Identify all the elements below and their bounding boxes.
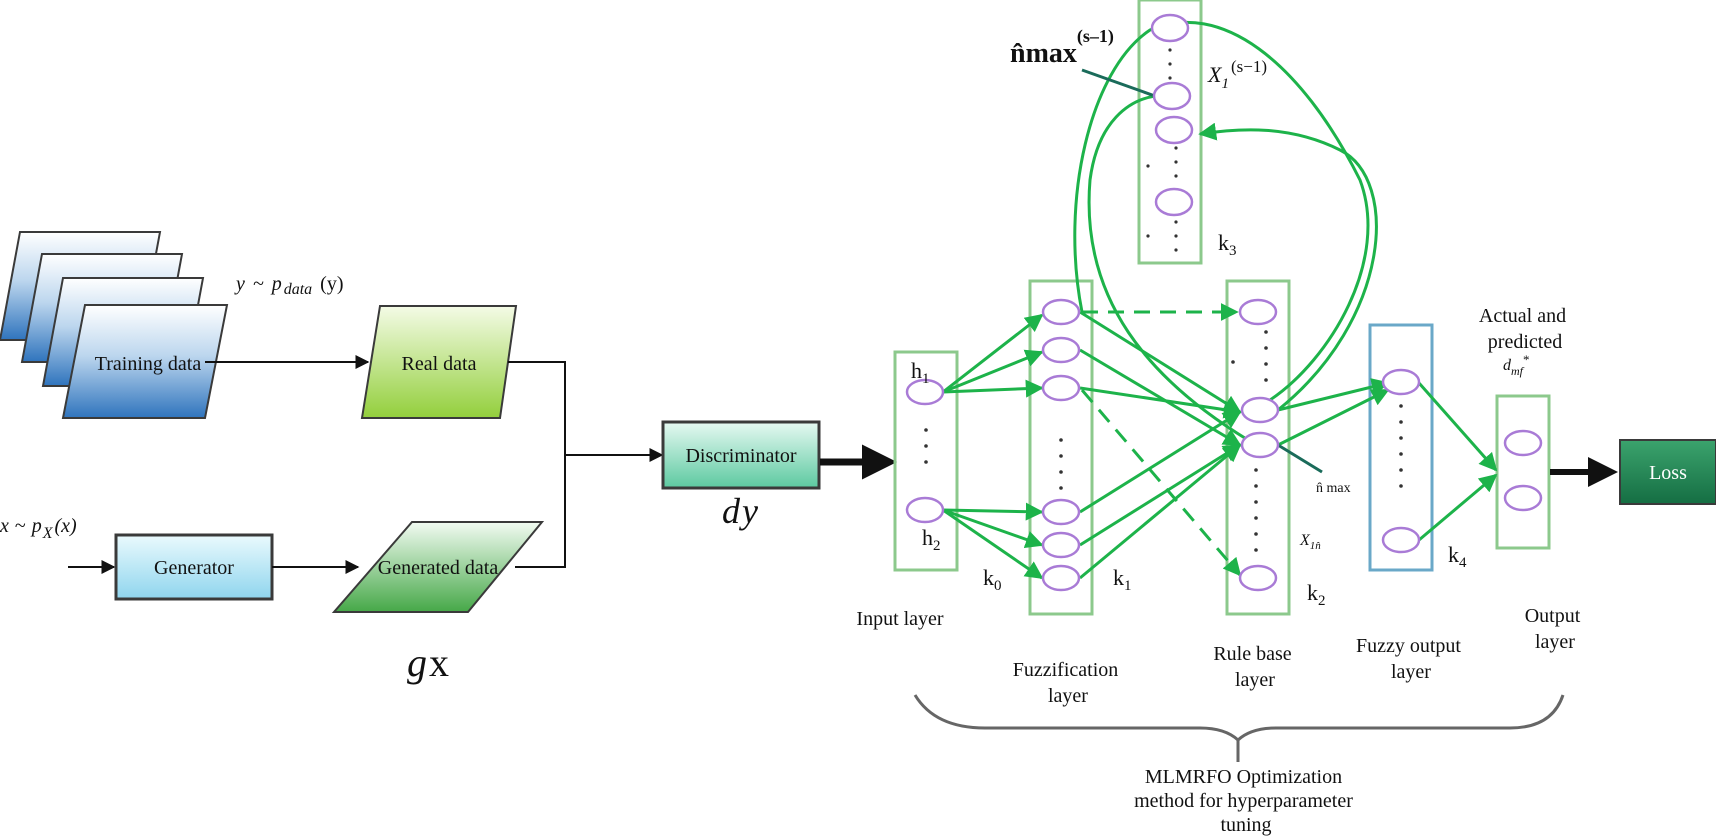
k2-label: k2: [1307, 580, 1326, 609]
input-layer-label: Input layer: [856, 608, 944, 630]
dashed-connections: [1080, 303, 1242, 577]
d-function-label: dy: [722, 491, 758, 531]
h2-label: h2: [922, 525, 941, 554]
k3-label: k3: [1218, 230, 1237, 259]
nmax-rule-label: n̂ max: [1316, 481, 1351, 496]
optimization-label: MLMRFO Optimization method for hyperpara…: [1134, 766, 1358, 836]
generated-data-label: Generated data: [378, 557, 499, 579]
dmf-label: dmf*: [1503, 352, 1530, 378]
training-data-label: Training data: [95, 353, 202, 375]
nmax-rule-pointer: [1277, 443, 1323, 474]
fuzzy-output-layer-column: [1368, 323, 1434, 572]
loss-box: [1619, 439, 1716, 505]
x-distribution-label: x~pX(x): [0, 515, 77, 542]
output-layer-column: [1495, 394, 1551, 550]
fuzzy-output-layer-label: Fuzzy output layer: [1356, 635, 1466, 683]
x1-rule-label: X1n̂: [1299, 532, 1321, 552]
loss-label: Loss: [1649, 462, 1687, 484]
x1-top-label: X1(s−1): [1207, 57, 1267, 92]
h1-label: h1: [911, 358, 930, 387]
nmax-top-pointer: [1081, 68, 1156, 98]
k0-label: k0: [983, 565, 1002, 594]
real-data-label: Real data: [402, 353, 477, 375]
fuzzification-layer-label: Fuzzification layer: [1013, 659, 1124, 707]
ellipsis-dots: [924, 34, 1403, 552]
g-function-label: gx: [407, 640, 449, 685]
input-layer-column: [893, 350, 959, 572]
k4-label: k4: [1448, 542, 1467, 571]
k1-label: k1: [1113, 565, 1132, 594]
green-connections: [942, 20, 1498, 580]
generator-label: Generator: [154, 557, 234, 579]
optimization-brace: [913, 694, 1565, 743]
generator-box: [114, 533, 274, 601]
output-layer-label: Output layer: [1525, 605, 1586, 653]
nmax-top-label: n̂max(s–1): [1010, 26, 1114, 69]
real-to-join-line: [508, 361, 566, 455]
generated-to-join-line: [515, 455, 566, 568]
actual-predicted-label: Actual and predicted: [1479, 305, 1571, 353]
network-nodes: [905, 13, 1543, 592]
real-data-box: [360, 305, 518, 419]
training-data-stack: Training data: [0, 231, 229, 419]
training-data-box: [61, 304, 229, 419]
generated-data-box: [331, 521, 545, 613]
rule-base-layer-label: Rule base layer: [1213, 643, 1296, 691]
discriminator-box: [661, 420, 821, 490]
fuzzification-layer-column: [1028, 279, 1094, 616]
discriminator-label: Discriminator: [685, 445, 796, 467]
